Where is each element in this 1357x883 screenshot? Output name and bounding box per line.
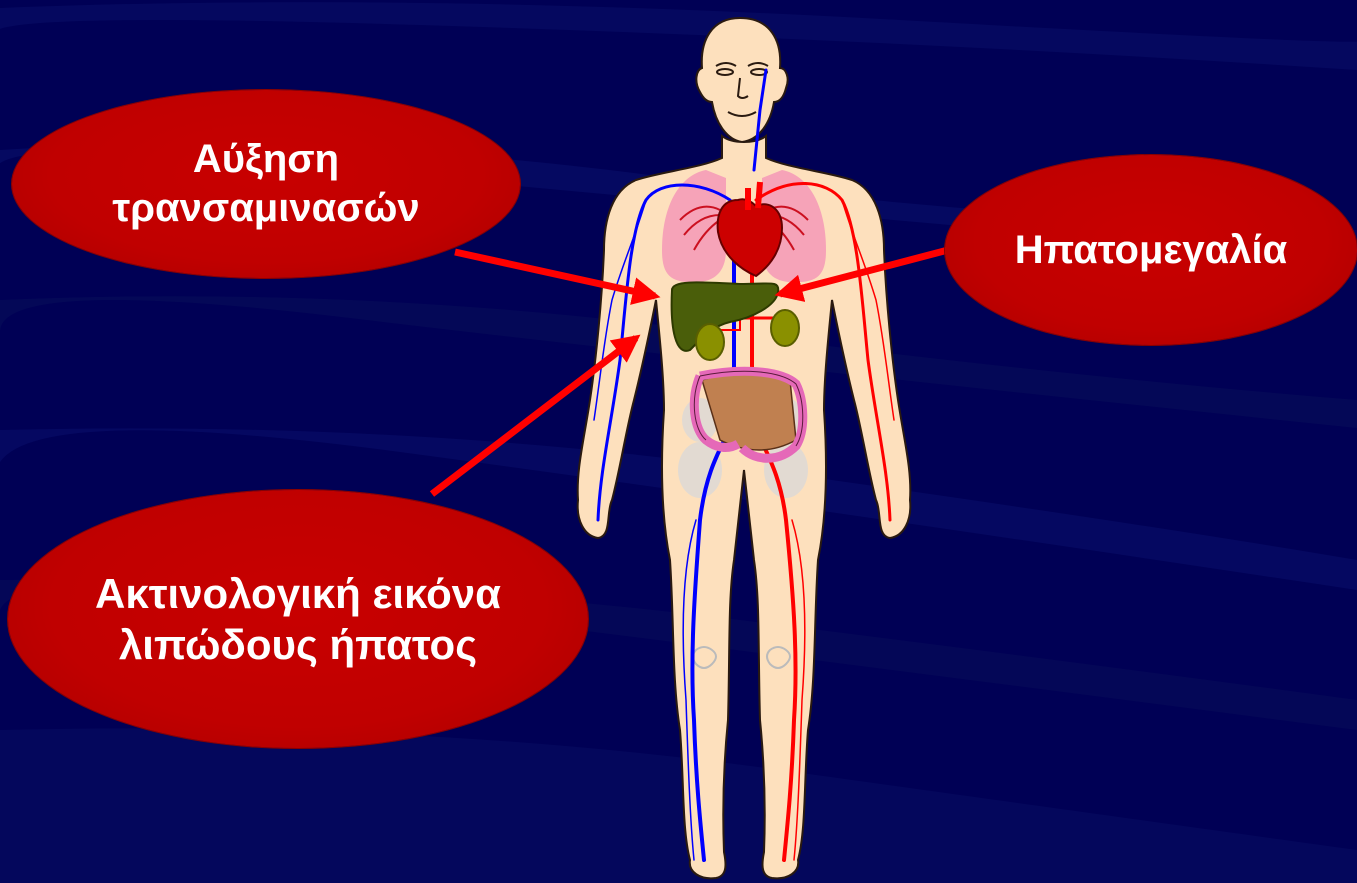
callout-line: Ηπατομεγαλία xyxy=(1015,226,1287,275)
callout-line: λιπώδους ήπατος xyxy=(119,619,477,670)
callout-imaging: Ακτινολογική εικόνα λιπώδους ήπατος xyxy=(8,490,588,748)
callout-hepatomegaly: Ηπατομεγαλία xyxy=(945,155,1357,345)
callout-line: Ακτινολογική εικόνα xyxy=(95,568,501,619)
callout-transaminases: Αύξηση τρανσαμινασών xyxy=(12,90,520,278)
callout-line: Αύξηση xyxy=(193,135,339,184)
callout-line: τρανσαμινασών xyxy=(112,184,419,233)
